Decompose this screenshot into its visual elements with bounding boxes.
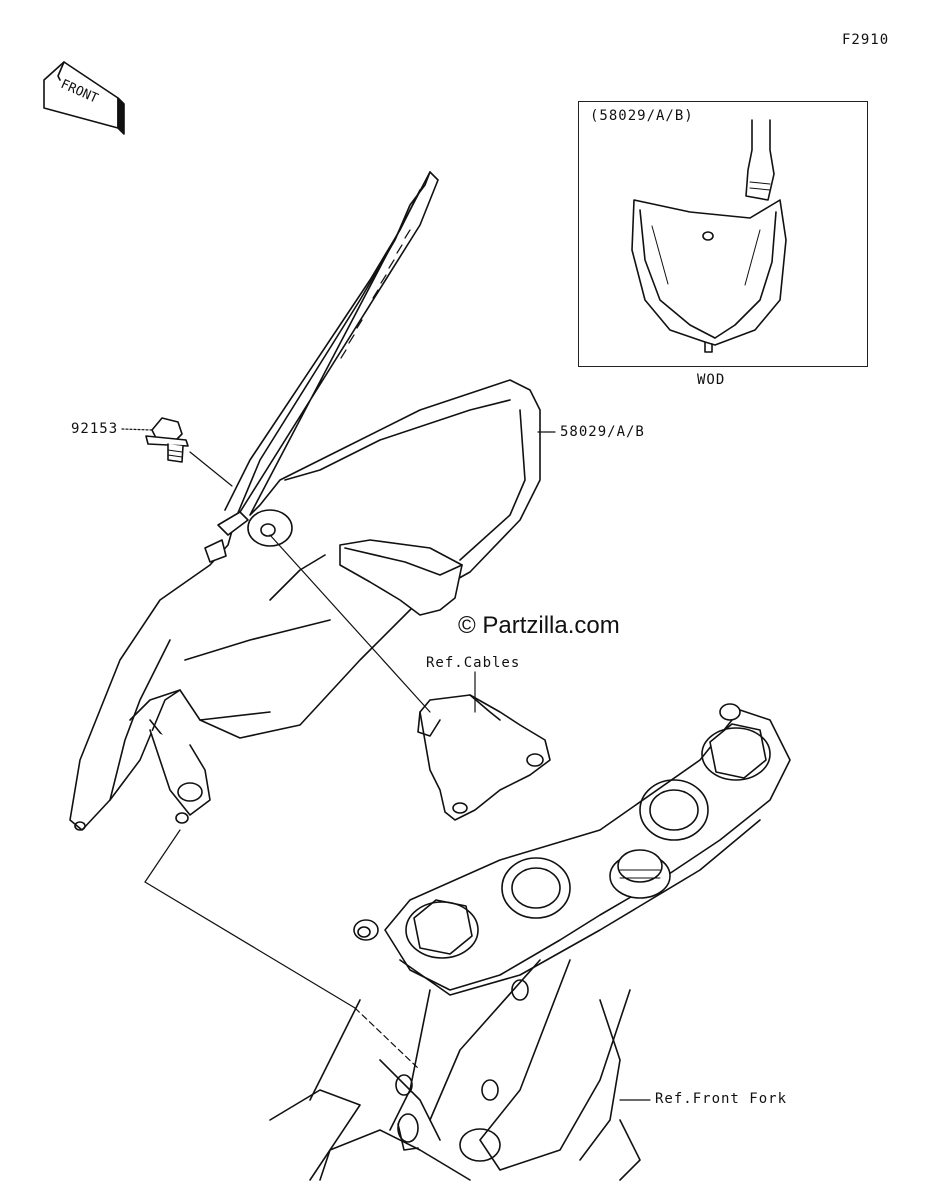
- ref-cables-label: Ref.Cables: [426, 655, 521, 671]
- triple-clamp-part: [269, 703, 791, 1181]
- inset-frame: [578, 101, 868, 367]
- watermark: © Partzilla.com: [458, 612, 620, 639]
- leader-lines: [121, 428, 651, 1101]
- ref-front-fork-label: Ref.Front Fork: [655, 1091, 788, 1107]
- inset-note: WOD: [697, 372, 726, 388]
- number-plate-part: [69, 171, 541, 831]
- inset-title: (58029/A/B): [590, 108, 694, 124]
- inset-plate-drawing: [631, 119, 787, 353]
- front-arrow-icon: FRONT: [43, 61, 125, 135]
- bolt-part: [145, 417, 189, 463]
- bolt-part-number: 92153: [71, 421, 119, 437]
- cable-guide-part: [417, 694, 551, 821]
- number-plate-part-number: 58029/A/B: [560, 424, 645, 440]
- figure-code: F2910: [842, 32, 890, 48]
